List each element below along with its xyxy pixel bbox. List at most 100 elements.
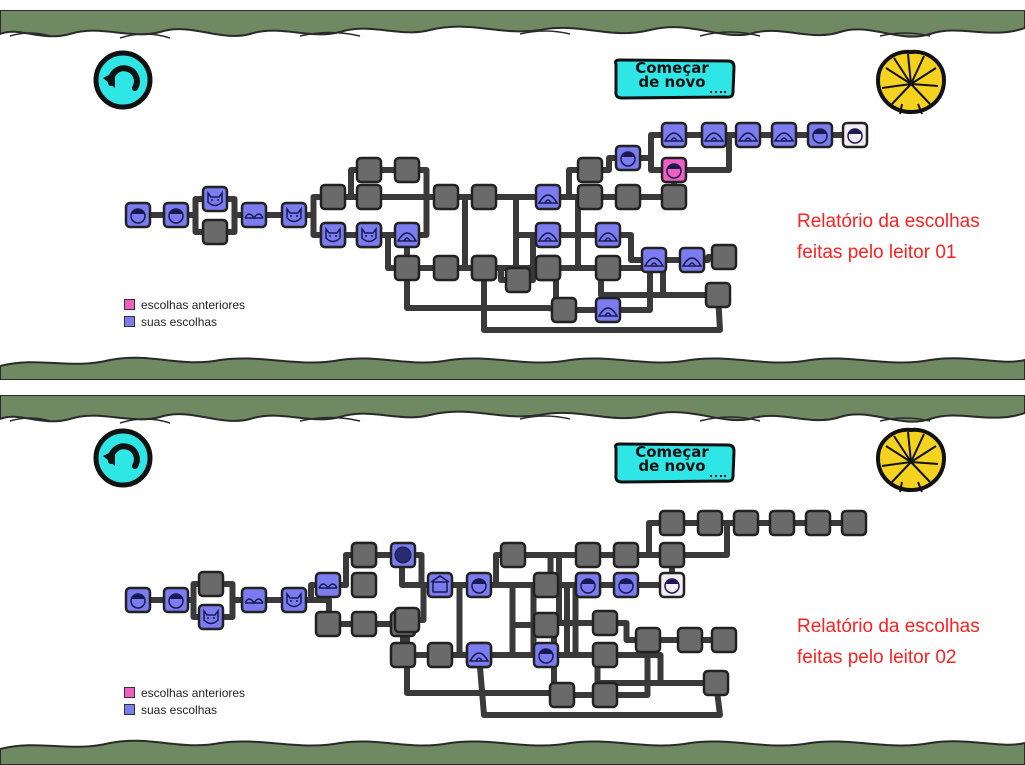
story-node-s1-face-icon[interactable]: [126, 588, 150, 612]
story-node-t1[interactable]: [678, 628, 702, 652]
story-node-g1[interactable]: [472, 185, 496, 209]
story-node-q1[interactable]: [596, 256, 620, 280]
story-path-edge: [674, 135, 784, 170]
story-node-top2-hill-icon[interactable]: [702, 123, 726, 147]
story-node-t1-hill-icon[interactable]: [680, 248, 704, 272]
restart-button[interactable]: Começar de novo: [612, 58, 738, 100]
story-node-k2-hill-icon[interactable]: [536, 223, 560, 247]
story-node-r1[interactable]: [636, 628, 660, 652]
story-node-top5[interactable]: [806, 511, 830, 535]
story-node-k1[interactable]: [501, 543, 525, 567]
story-node-o3[interactable]: [662, 185, 686, 209]
story-node-u1[interactable]: [552, 298, 576, 322]
story-node-k1-hill-icon[interactable]: [536, 185, 560, 209]
story-node-s4-creature-icon[interactable]: [242, 588, 266, 612]
story-node-x1[interactable]: [712, 245, 736, 269]
story-node-top5-face-icon[interactable]: [808, 123, 832, 147]
story-node-w1[interactable]: [704, 671, 728, 695]
story-node-x1[interactable]: [712, 628, 736, 652]
story-node-c2-animal-face-icon[interactable]: [357, 223, 381, 247]
story-node-h1[interactable]: [391, 643, 415, 667]
story-node-e1[interactable]: [357, 158, 381, 182]
story-node-d1[interactable]: [395, 158, 419, 182]
story-node-s3b[interactable]: [203, 220, 227, 244]
leaf-emblem[interactable]: [872, 424, 950, 496]
story-node-c1[interactable]: [352, 612, 376, 636]
story-node-a1-creature-icon[interactable]: [316, 573, 340, 597]
story-node-top6[interactable]: [842, 511, 866, 535]
story-node-p1[interactable]: [593, 611, 617, 635]
story-paths: [138, 135, 855, 330]
story-node-h1[interactable]: [395, 256, 419, 280]
story-node-s3a-animal-face-icon[interactable]: [203, 187, 227, 211]
story-node-top2[interactable]: [698, 511, 722, 535]
story-node-j1-hill-icon[interactable]: [467, 643, 491, 667]
story-node-n1[interactable]: [578, 158, 602, 182]
story-node-s1-face-icon[interactable]: [126, 203, 150, 227]
story-node-o3-face-icon[interactable]: [660, 573, 684, 597]
story-node-u1[interactable]: [550, 683, 574, 707]
leaf-emblem[interactable]: [872, 46, 950, 118]
story-node-k2[interactable]: [534, 573, 558, 597]
story-node-s3a[interactable]: [199, 572, 223, 596]
story-node-f1-house-icon[interactable]: [428, 573, 452, 597]
story-node-a2[interactable]: [316, 612, 340, 636]
story-node-top3[interactable]: [734, 511, 758, 535]
story-node-c3-hill-icon[interactable]: [395, 223, 419, 247]
restart-button[interactable]: Começar de novo: [612, 442, 738, 484]
story-node-o1-face-icon[interactable]: [576, 573, 600, 597]
story-node-v1[interactable]: [593, 683, 617, 707]
story-node-b2[interactable]: [352, 573, 376, 597]
legend-item-yours: suas escolhas: [124, 701, 245, 718]
story-node-m1-face-icon[interactable]: [534, 643, 558, 667]
story-node-v1-hill-icon[interactable]: [596, 298, 620, 322]
story-node-w1[interactable]: [706, 283, 730, 307]
story-node-top3-hill-icon[interactable]: [736, 123, 760, 147]
bottom-banner: [0, 358, 1025, 380]
story-node-m1[interactable]: [536, 256, 560, 280]
story-node-n2-face-icon[interactable]: [616, 146, 640, 170]
story-node-h2[interactable]: [428, 643, 452, 667]
story-node-r1-hill-icon[interactable]: [642, 248, 666, 272]
legend-label-yours: suas escolhas: [141, 315, 217, 329]
story-node-b1[interactable]: [357, 185, 381, 209]
story-node-o2-face-icon[interactable]: [614, 573, 638, 597]
story-node-s3b-animal-face-icon[interactable]: [199, 605, 223, 629]
story-node-s2-face-icon[interactable]: [164, 588, 188, 612]
ginkgo-leaf-icon: [872, 424, 950, 496]
story-node-a1[interactable]: [321, 185, 345, 209]
story-node-q1[interactable]: [593, 643, 617, 667]
legend-label-previous: escolhas anteriores: [141, 298, 245, 312]
story-node-s4-creature-icon[interactable]: [242, 203, 266, 227]
story-node-l1[interactable]: [506, 268, 530, 292]
story-nodes: [126, 511, 866, 707]
story-node-p1-hill-icon[interactable]: [596, 223, 620, 247]
story-node-top4[interactable]: [770, 511, 794, 535]
story-node-o1[interactable]: [578, 185, 602, 209]
story-node-top4-hill-icon[interactable]: [772, 123, 796, 147]
story-node-s5-animal-face-icon[interactable]: [282, 203, 306, 227]
story-node-n3[interactable]: [660, 543, 684, 567]
back-button[interactable]: [93, 50, 153, 110]
story-node-s5-animal-face-icon[interactable]: [282, 588, 306, 612]
story-node-n3-face-icon[interactable]: [662, 158, 686, 182]
story-node-n1[interactable]: [576, 543, 600, 567]
story-node-j1[interactable]: [472, 256, 496, 280]
restart-label: Começar de novo: [612, 445, 732, 473]
story-node-k3[interactable]: [534, 613, 558, 637]
story-node-top1-hill-icon[interactable]: [662, 123, 686, 147]
story-node-n2[interactable]: [614, 543, 638, 567]
yours-swatch: [124, 704, 135, 715]
story-node-g1-face-icon[interactable]: [467, 573, 491, 597]
story-node-h2[interactable]: [434, 256, 458, 280]
story-node-c1-animal-face-icon[interactable]: [321, 223, 345, 247]
story-node-o2[interactable]: [616, 185, 640, 209]
story-node-top1[interactable]: [660, 511, 684, 535]
story-node-d1-bush-icon[interactable]: [391, 543, 415, 567]
story-node-e1[interactable]: [352, 543, 376, 567]
story-node-top6-face-icon[interactable]: [843, 123, 867, 147]
story-node-s2-face-icon[interactable]: [164, 203, 188, 227]
story-node-f1[interactable]: [434, 185, 458, 209]
story-node-c3[interactable]: [395, 608, 419, 632]
back-button[interactable]: [93, 428, 153, 488]
